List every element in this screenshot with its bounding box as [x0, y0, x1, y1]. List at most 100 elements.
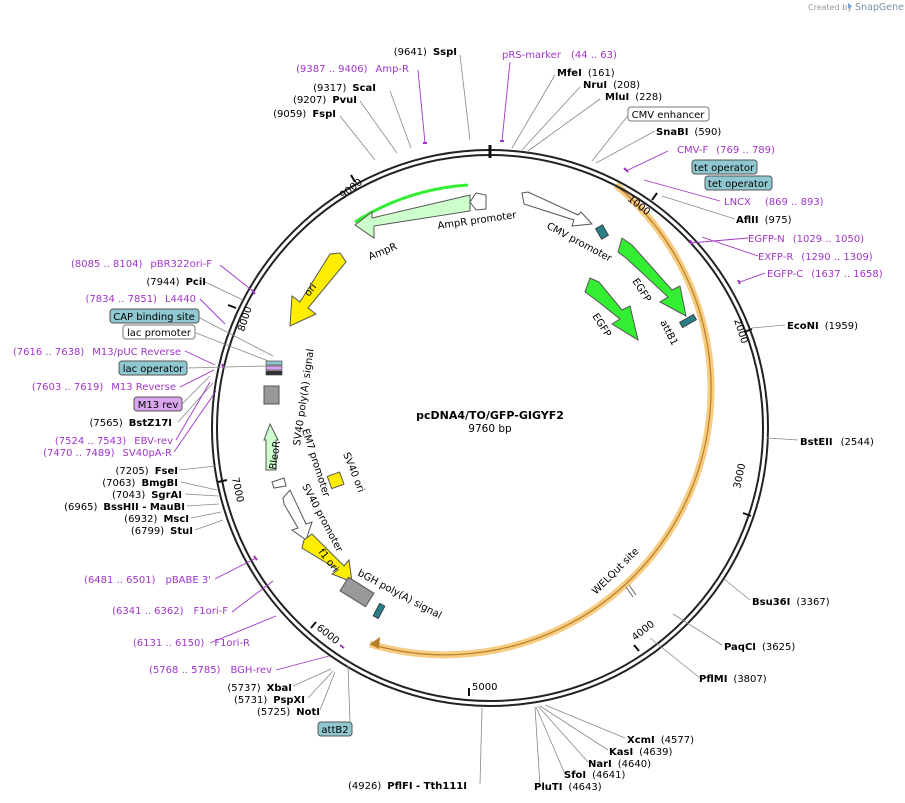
svg-text:SnaBI(590): SnaBI(590) — [656, 127, 721, 138]
primer-lncx-name: LNCX — [724, 197, 751, 208]
primer-egfp-c-range: (1637 .. 1658) — [811, 269, 883, 280]
primer-f1ori-f-range: (6341 .. 6362) — [112, 606, 184, 617]
site-pspxi-name: PspXI — [273, 695, 305, 706]
cap-block[interactable] — [265, 370, 283, 376]
site-nari-pos: (4640) — [618, 759, 651, 770]
primer-ticks — [221, 140, 741, 649]
site-sgrai-name: SgrAI — [151, 490, 182, 501]
site-xbai-name: XbaI — [267, 683, 292, 694]
feature-sv40-ori-shape[interactable] — [326, 471, 345, 490]
site-pspxi-pos: (5731) — [234, 695, 267, 706]
primer-prs-marker-name: pRS-marker — [502, 50, 562, 61]
svg-text:pRS-marker(44 .. 63): pRS-marker (44 .. 63) — [502, 50, 617, 61]
tick-5000: 5000 — [472, 682, 497, 693]
site-xcmi-name: XcmI — [627, 735, 655, 746]
cap-binding-site-box[interactable] — [109, 308, 200, 324]
lac-operator-box[interactable] — [118, 360, 188, 376]
svg-text:(7524 .. 7543)EBV-rev: (7524 .. 7543)EBV-rev — [55, 436, 173, 447]
svg-text:(6799)StuI: (6799) StuI — [131, 526, 193, 537]
site-fsei-name: FseI — [155, 466, 178, 477]
cmv-enhancer-label: CMV enhancer — [632, 110, 706, 121]
site-pcii-name: PciI — [186, 277, 206, 288]
primer-ebv-rev-range: (7524 .. 7543) — [55, 436, 127, 447]
svg-text:PluTI(4643): PluTI(4643) — [534, 782, 602, 793]
site-pluti-name: PluTI — [534, 782, 562, 793]
site-pflmi-pos: (3807) — [733, 674, 766, 685]
svg-text:EXFP-R(1290 .. 1309): EXFP-R(1290 .. 1309) — [758, 252, 873, 263]
svg-text:MfeI(161): MfeI(161) — [557, 68, 615, 79]
feature-ori-shape[interactable] — [289, 252, 347, 327]
feature-bgh-polya-shape[interactable] — [339, 576, 375, 608]
attb1-block[interactable] — [679, 313, 697, 329]
feature-cmv-promoter-shape[interactable] — [521, 191, 594, 227]
cap-binding-site-label: CAP binding site — [113, 312, 195, 323]
site-pcii-pos: (7944) — [146, 277, 179, 288]
feature-egfp-outer-shape[interactable] — [617, 237, 687, 317]
lac-operator-label: lac operator — [123, 364, 184, 375]
svg-text:(7470 .. 7489)SV40pA-R: (7470 .. 7489)SV40pA-R — [43, 448, 172, 459]
primer-lncx-range: (869 .. 893) — [765, 197, 824, 208]
primer-f1ori-f-name: F1ori-F — [194, 606, 229, 617]
primer-m13rev-name: M13 Reverse — [111, 382, 176, 393]
svg-text:(9641)SspI: (9641)SspI — [394, 47, 457, 58]
svg-text:(7616 .. 7638)M13/pUC Reverse: (7616 .. 7638)M13/pUC Reverse — [13, 347, 181, 358]
tet-operator-box-1[interactable] — [691, 159, 758, 175]
tick-6000: 6000 — [314, 623, 341, 647]
feature-ampr-promoter-shape[interactable] — [469, 192, 487, 211]
svg-text:(7603 .. 7619)M13 Reverse: (7603 .. 7619)M13 Reverse — [32, 382, 176, 393]
svg-text:NruI(208): NruI (208) — [583, 80, 640, 91]
feature-em7-promoter-shape[interactable] — [271, 477, 287, 489]
attb2-block[interactable] — [372, 602, 386, 620]
feature-egfp-inner-shape[interactable] — [584, 277, 639, 342]
svg-text:LNCX(869 .. 893): LNCX (869 .. 893) — [724, 197, 824, 208]
primer-labels: (9387 .. 9406)Amp-R pRS-marker (44 .. 63)… — [13, 50, 883, 676]
primer-m13puc-name: M13/pUC Reverse — [92, 347, 181, 358]
svg-text:(9387 .. 9406)Amp-R: (9387 .. 9406)Amp-R — [296, 64, 409, 75]
primer-lines — [173, 61, 766, 671]
svg-text:(5768 .. 5785)BGH-rev: (5768 .. 5785)BGH-rev — [149, 665, 272, 676]
restriction-sites: (9641)SspI (9317)ScaI (9207)PvuI (9059)F… — [64, 47, 874, 793]
m13-rev-block[interactable] — [265, 365, 283, 371]
m13-rev-box[interactable] — [133, 396, 183, 412]
site-scai-pos: (9317) — [313, 83, 346, 94]
cmv-enhancer-box[interactable] — [627, 106, 710, 122]
lac-promoter-box[interactable] — [122, 324, 196, 340]
svg-text:XcmI(4577): XcmI(4577) — [627, 735, 694, 746]
feature-sv40-polya-shape[interactable] — [263, 385, 280, 405]
svg-text:(9207)PvuI: (9207)PvuI — [293, 95, 357, 106]
tick-marks — [217, 174, 753, 696]
site-stui-pos: (6799) — [131, 526, 164, 537]
site-msci-name: MscI — [163, 514, 189, 525]
site-bstz17i-name: BstZ17I — [129, 418, 172, 429]
credit-created-by: Created by — [808, 3, 852, 12]
attb2-box[interactable] — [317, 721, 353, 737]
plasmid-name: pcDNA4/TO/GFP-GIGYF2 — [416, 409, 564, 422]
lac-operator-block[interactable] — [265, 360, 283, 366]
tet-operator-box-2[interactable] — [704, 175, 773, 191]
primer-prs-marker-range: (44 .. 63) — [571, 50, 617, 61]
svg-text:NarI(4640): NarI(4640) — [588, 759, 651, 770]
tet-operator-block[interactable] — [594, 224, 610, 240]
primer-l4440-name: L4440 — [165, 294, 196, 305]
credit-brand: SnapGene — [855, 2, 904, 13]
site-nrui-name: NruI — [583, 80, 607, 91]
site-bsu36i-name: Bsu36I — [752, 597, 790, 608]
svg-text:PaqCI(3625): PaqCI(3625) — [724, 642, 795, 653]
feature-bleor-shape[interactable] — [263, 422, 279, 471]
site-sfoi-name: SfoI — [564, 770, 586, 781]
primer-pbr322ori-f-range: (8085 .. 8104) — [71, 259, 143, 270]
site-pflmi-name: PflMI — [699, 674, 727, 685]
primer-bgh-rev-range: (5768 .. 5785) — [149, 665, 221, 676]
site-nrui-pos: (208) — [613, 80, 640, 91]
site-pvui-pos: (9207) — [293, 95, 326, 106]
site-stui-name: StuI — [170, 526, 193, 537]
primer-pbabe3-range: (6481 .. 6501) — [84, 575, 156, 586]
site-bsu36i-pos: (3367) — [796, 597, 829, 608]
primer-cmv-f-range: (769 .. 789) — [716, 145, 775, 156]
feature-sv40-ori-label: SV40 ori — [340, 451, 366, 494]
site-mlui-pos: (228) — [635, 92, 662, 103]
site-paqci-name: PaqCI — [724, 642, 756, 653]
feature-ampr-shape[interactable] — [354, 194, 471, 239]
site-bsteii-pos: (2544) — [841, 437, 874, 448]
